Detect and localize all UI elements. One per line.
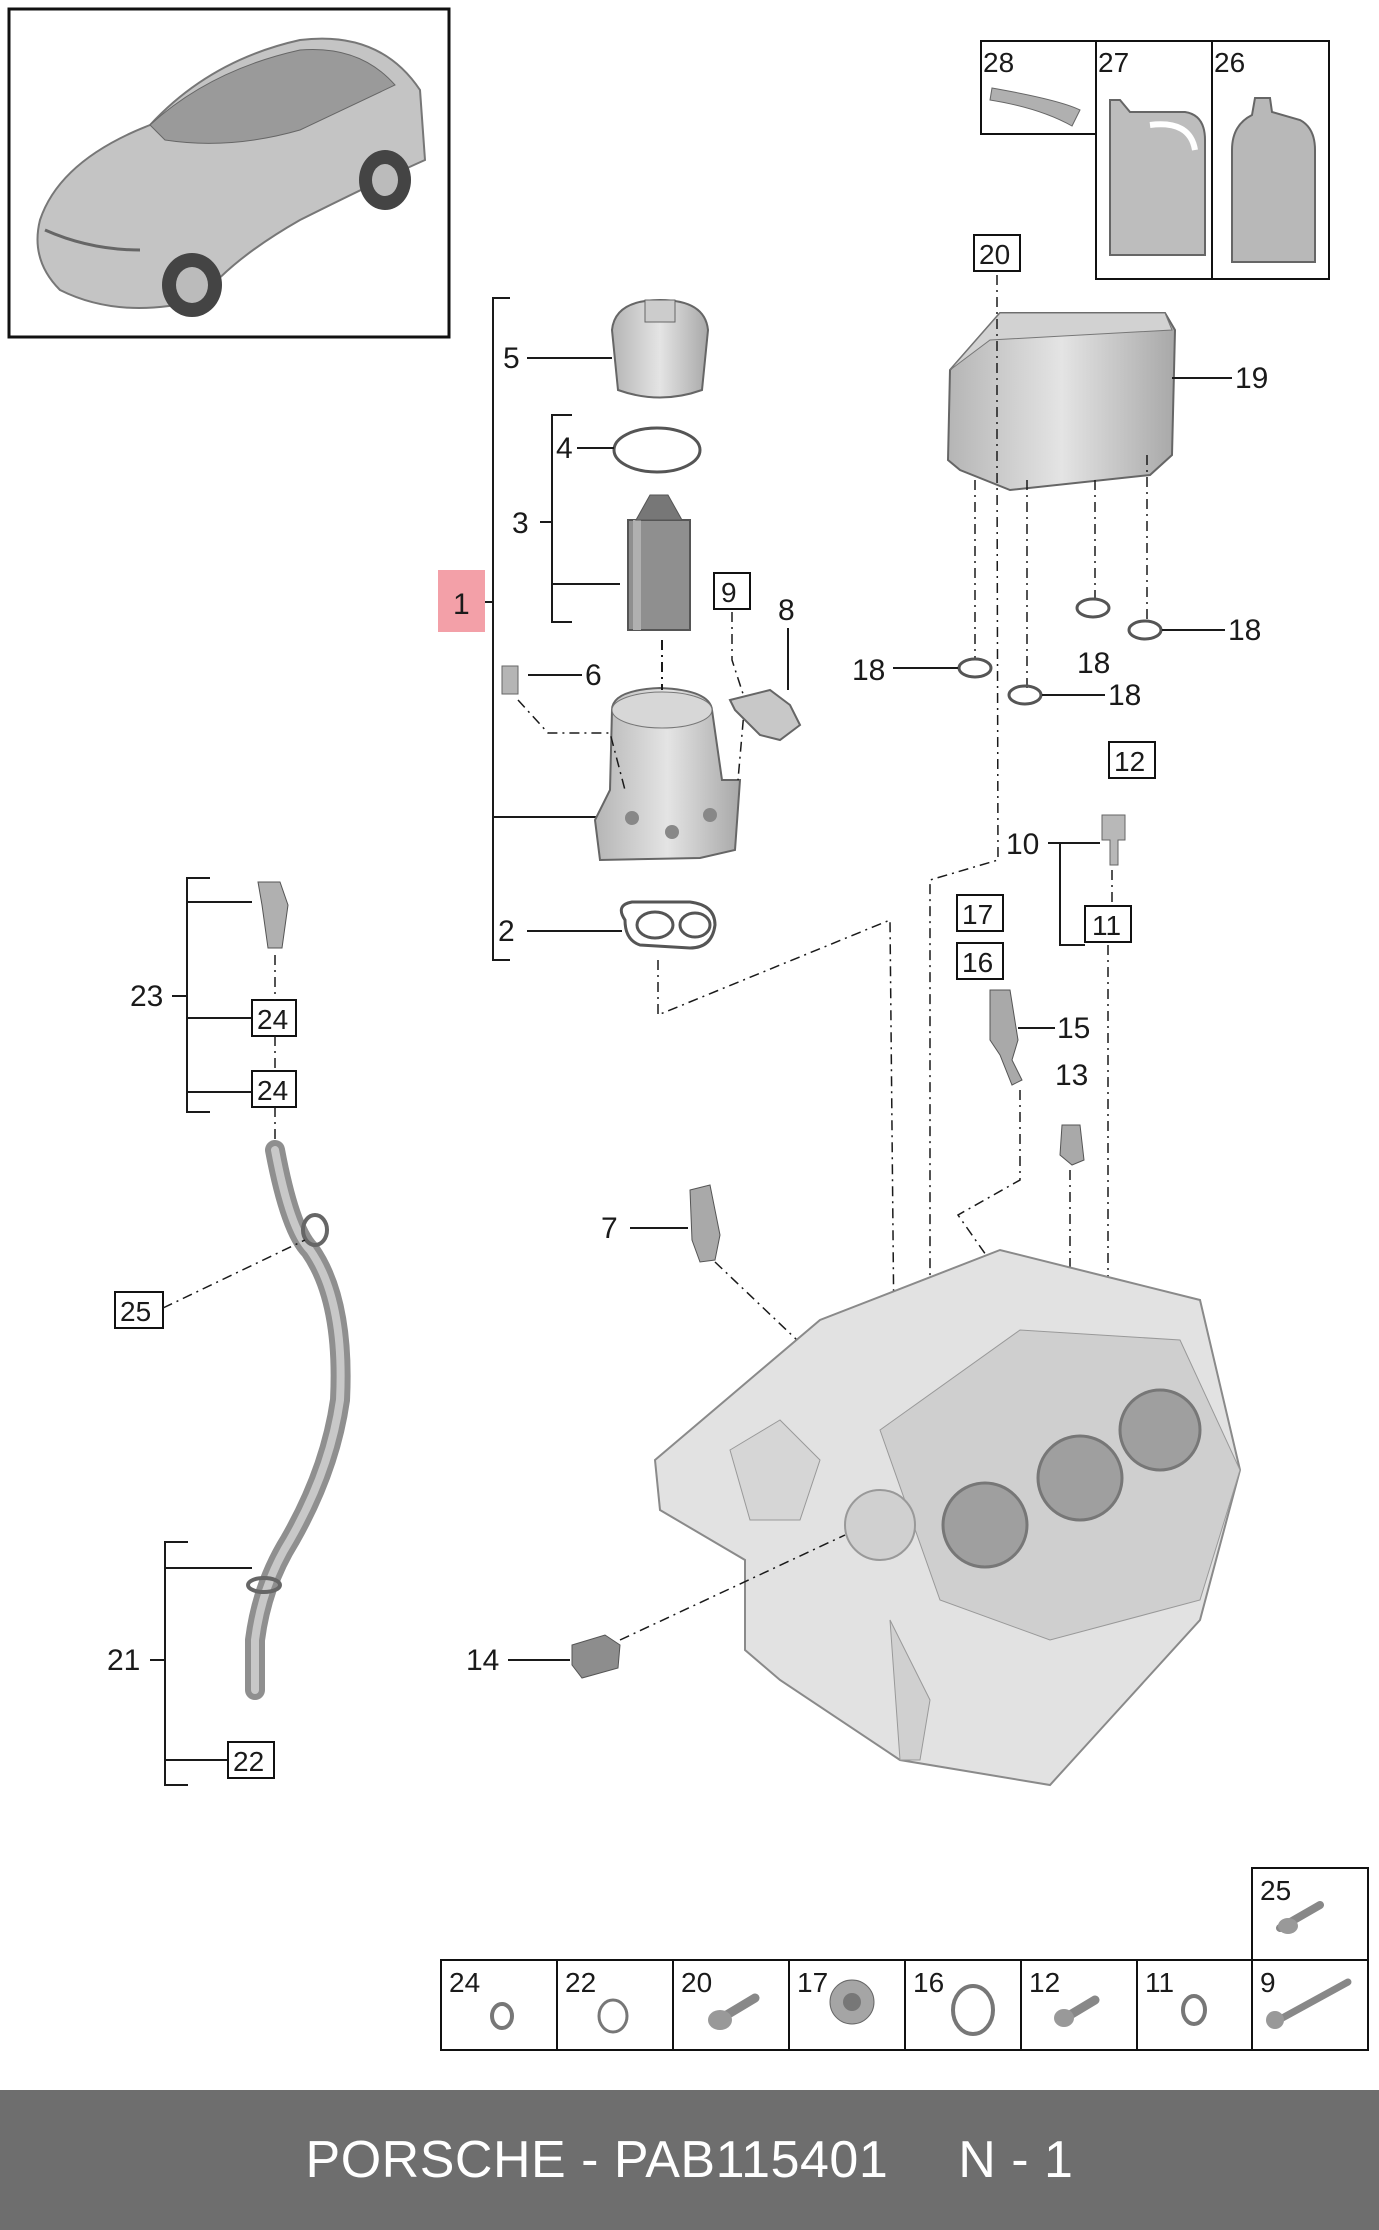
- footer-bar: PORSCHE - PAB115401 N - 1: [0, 2090, 1379, 2230]
- o-ring-18-a: [957, 657, 993, 679]
- o-ring-18-b: [1007, 684, 1043, 706]
- callout-28: 28: [983, 47, 1014, 78]
- oil-filter-cap: [610, 298, 710, 399]
- callout-18-d: 18: [1228, 614, 1261, 647]
- callout-21: 21: [107, 1644, 140, 1677]
- o-ring-4: [612, 426, 702, 474]
- group-1-bracket: [480, 297, 620, 961]
- callout-20-box: [973, 234, 1021, 272]
- callout-25-box: [114, 1291, 164, 1329]
- callout-19: 19: [1235, 362, 1268, 395]
- callout-4: 4: [556, 432, 573, 465]
- callout-18-b: 18: [1108, 679, 1141, 712]
- callout-27: 27: [1098, 47, 1129, 78]
- callout-9: 9: [721, 577, 737, 608]
- gasket-2: [619, 900, 717, 950]
- legend-17: 17: [797, 1967, 828, 1998]
- callout-10: 10: [1006, 828, 1039, 861]
- legend-25: 25: [1260, 1875, 1291, 1906]
- callout-23: 23: [130, 980, 163, 1013]
- callout-2: 2: [498, 915, 515, 948]
- fluids-box: 28 27 26: [980, 40, 1330, 280]
- engine-block: [653, 1248, 1242, 1787]
- callout-24a-box: [251, 999, 297, 1037]
- callout-6: 6: [585, 659, 602, 692]
- sensor-14: [571, 1634, 621, 1679]
- legend-12: 12: [1029, 1967, 1060, 1998]
- callout-17: 17: [962, 899, 993, 930]
- callout-25: 25: [120, 1296, 151, 1327]
- callout-1-highlight: [438, 570, 485, 632]
- callout-24-b: 24: [257, 1075, 288, 1106]
- callout-17-box: [956, 894, 1004, 932]
- legend-16: 16: [913, 1967, 944, 1998]
- dipstick-handle: [257, 881, 289, 949]
- sensor-13: [1059, 1124, 1085, 1166]
- callout-20: 20: [979, 239, 1010, 270]
- legend-9: 9: [1260, 1967, 1276, 1998]
- callout-22-box: [227, 1741, 275, 1779]
- legend-24: 24: [449, 1967, 480, 1998]
- legend-11: 11: [1145, 1967, 1174, 1998]
- callout-9-box: [713, 572, 751, 610]
- small-parts-legend: 25 24 22 20 17 16 12 11 9: [440, 1867, 1369, 2051]
- callout-22: 22: [233, 1746, 264, 1777]
- callout-24b-box: [251, 1070, 297, 1108]
- callout-15: 15: [1057, 1012, 1090, 1045]
- tube-seal: [246, 1576, 282, 1594]
- callout-11-box: [1084, 905, 1132, 943]
- o-ring-18-c: [1075, 597, 1111, 619]
- callout-18-a: 18: [852, 654, 885, 687]
- oil-cooler: [946, 312, 1177, 492]
- callout-12: 12: [1114, 746, 1145, 777]
- o-ring-18-d: [1127, 619, 1163, 641]
- sensor-7: [689, 1184, 721, 1263]
- part-number: PORSCHE - PAB115401: [305, 2131, 889, 2189]
- callout-8: 8: [778, 594, 795, 627]
- tube-clip: [301, 1213, 329, 1247]
- callout-7: 7: [601, 1212, 618, 1245]
- callout-26: 26: [1214, 47, 1245, 78]
- bracket-8: [728, 688, 802, 742]
- parts-diagram: 28 27 26 1 5 4 3 6: [7, 7, 1369, 2051]
- callout-12-box: [1108, 741, 1156, 779]
- callout-14: 14: [466, 1644, 499, 1677]
- vehicle-thumbnail: [7, 7, 451, 339]
- page-indicator: N - 1: [958, 2131, 1074, 2189]
- callout-16: 16: [962, 947, 993, 978]
- legend-20: 20: [681, 1967, 712, 1998]
- legend-22: 22: [565, 1967, 596, 1998]
- callout-5: 5: [503, 342, 520, 375]
- callout-18-c: 18: [1077, 647, 1110, 680]
- callout-11: 11: [1092, 910, 1121, 941]
- callout-13: 13: [1055, 1059, 1088, 1092]
- filter-element: [627, 494, 691, 631]
- callout-24-a: 24: [257, 1004, 288, 1035]
- sensor-15: [989, 989, 1023, 1086]
- plug-6: [501, 665, 519, 695]
- callout-3: 3: [512, 507, 529, 540]
- filter-housing: [593, 686, 742, 862]
- callout-1: 1: [453, 588, 470, 621]
- callout-16-box: [956, 942, 1004, 980]
- sensor-10: [1101, 814, 1126, 866]
